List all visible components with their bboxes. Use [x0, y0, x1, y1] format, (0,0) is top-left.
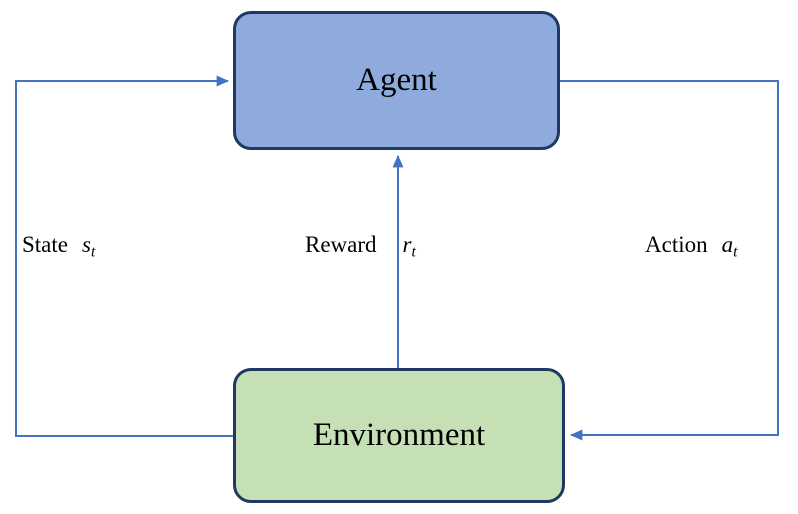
edge-label-state-text: State [22, 232, 68, 257]
edge-label-action-text: Action [645, 232, 708, 257]
node-environment[interactable]: Environment [233, 368, 565, 503]
edge-label-reward-subscript: t [411, 243, 416, 261]
edge-state-connector [15, 75, 233, 437]
edge-label-reward-symbol: rt [402, 232, 416, 261]
edge-label-reward: Reward rt [305, 233, 416, 260]
edge-action-connector [560, 80, 779, 441]
node-agent-label: Agent [356, 62, 437, 98]
edge-label-action: Action at [645, 233, 737, 260]
edge-label-action-symbol: at [721, 232, 738, 261]
edge-label-state-symbol: st [82, 232, 96, 261]
edge-label-reward-text: Reward [305, 232, 377, 257]
edge-label-action-subscript: t [733, 243, 738, 261]
node-agent[interactable]: Agent [233, 11, 560, 150]
edge-label-state-subscript: t [90, 243, 96, 261]
node-environment-label: Environment [312, 417, 486, 453]
